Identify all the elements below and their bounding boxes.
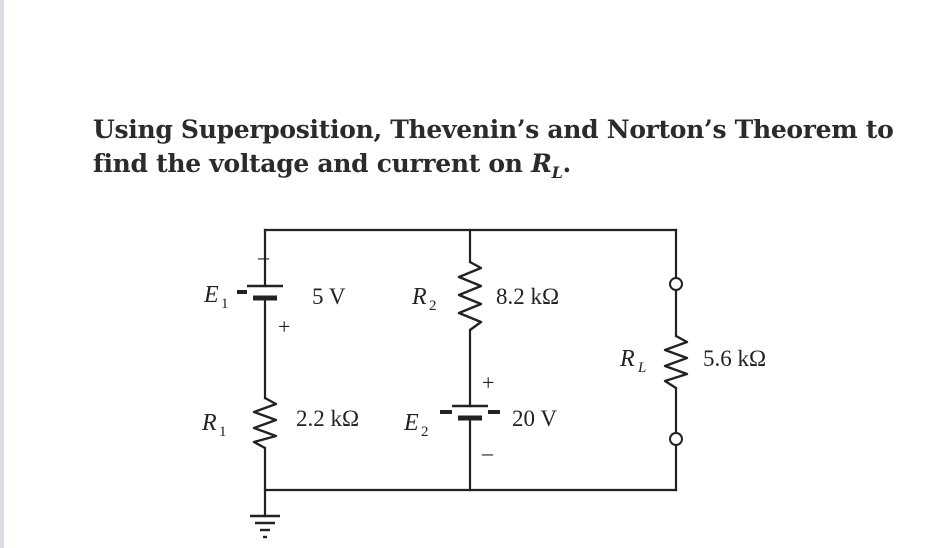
e1-value: 5 V <box>312 284 346 309</box>
left-edge-bar <box>0 0 4 548</box>
e2-subscript: 2 <box>421 424 429 440</box>
e1-plus-sign: + <box>278 314 290 339</box>
resistor-r1-symbol <box>252 396 278 450</box>
e2-symbol: E <box>403 410 419 436</box>
e2-plus-sign: + <box>482 370 494 395</box>
r2-subscript: 2 <box>429 298 437 314</box>
e1-symbol: E <box>203 282 219 308</box>
e2-minus-sign: – <box>481 440 494 465</box>
ground-symbol <box>250 514 280 539</box>
r1-subscript: 1 <box>219 424 227 440</box>
e1-minus-sign: – <box>257 244 270 269</box>
question-line-1: Using Superposition, Thevenin’s and Nort… <box>93 115 894 144</box>
rl-subscript-label: L <box>637 360 646 376</box>
rl-symbol: RL <box>531 149 563 182</box>
resistor-rl-symbol <box>663 334 689 390</box>
rl-symbol-label: R <box>619 346 635 372</box>
rl-value: 5.6 kΩ <box>703 346 766 371</box>
battery-e2-symbol <box>440 404 500 421</box>
e2-value: 20 V <box>512 406 557 431</box>
battery-e1-symbol <box>237 284 283 301</box>
question-text: Using Superposition, Thevenin’s and Nort… <box>93 113 894 190</box>
terminal-top <box>669 277 683 291</box>
terminal-bottom <box>669 432 683 446</box>
r2-symbol: R <box>411 284 427 310</box>
e1-subscript: 1 <box>221 296 229 312</box>
r2-value: 8.2 kΩ <box>496 284 559 309</box>
r1-value: 2.2 kΩ <box>296 406 359 431</box>
resistor-r2-symbol <box>457 260 483 331</box>
question-line-2: find the voltage and current on RL. <box>93 149 571 182</box>
r1-symbol: R <box>201 410 217 436</box>
